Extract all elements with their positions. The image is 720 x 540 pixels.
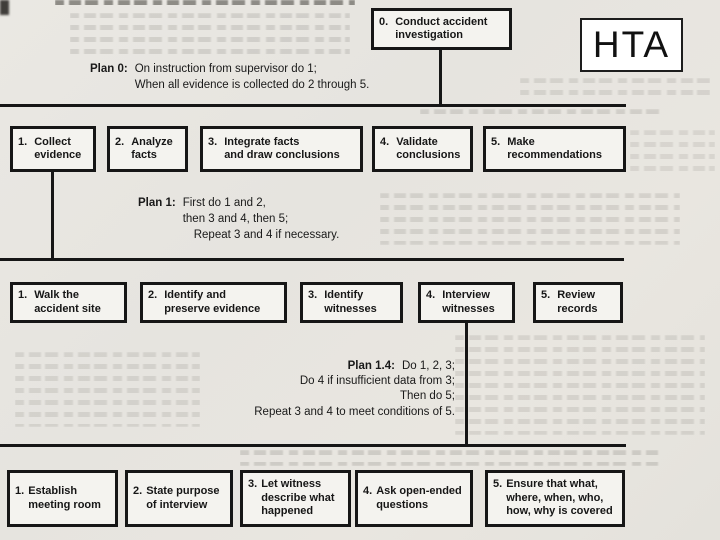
task-label: Interview witnesses	[442, 289, 495, 315]
task-number: 3.	[208, 135, 218, 148]
bleed-artifact	[630, 130, 715, 175]
plan-line: Then do 5;	[400, 390, 455, 403]
hta-title-box: HTA	[580, 18, 683, 72]
task-box-1-4-2: 2.State purpose of interview	[125, 470, 233, 527]
plan-line: First do 1 and 2,	[182, 197, 266, 209]
hta-title: HTA	[592, 24, 671, 65]
task-box-1-2: 2. Identify and preserve evidence	[140, 282, 287, 323]
task-box-3: 3. Integrate facts and draw conclusions	[200, 126, 363, 172]
scan-smudge	[0, 0, 9, 15]
task-box-5: 5. Make recommendations	[483, 126, 626, 172]
plan-1-name: Plan 1:	[138, 197, 176, 209]
plan-0: Plan 0: On instruction from supervisor d…	[90, 61, 369, 93]
task-label: Analyze facts	[131, 135, 173, 162]
connector-task1-drop	[51, 171, 54, 261]
plan-0-body: On instruction from supervisor do 1; Whe…	[135, 61, 370, 93]
task-number: 2.	[115, 135, 125, 148]
plan-1-body: First do 1 and 2, then 3 and 4, then 5; …	[183, 195, 340, 243]
plan-1-4: Plan 1.4:Do 1, 2, 3; Do 4 if insufficien…	[254, 359, 455, 420]
task-label: Identify and preserve evidence	[164, 289, 261, 315]
task-number: 4.	[363, 485, 373, 497]
plan-line: then 3 and 4, then 5;	[182, 213, 289, 225]
task-box-0: 0. Conduct accident investigation	[371, 8, 512, 50]
bleed-artifact	[240, 450, 660, 466]
task-label: Let witness describe what happened	[261, 478, 335, 518]
task-number: 2.	[133, 485, 143, 497]
task-number: 1.	[18, 135, 28, 148]
task-label: Integrate facts and draw conclusions	[224, 135, 340, 162]
bleed-artifact	[380, 193, 680, 245]
bleed-artifact	[70, 13, 350, 55]
task-label: Collect evidence	[34, 135, 82, 162]
plan-1-4-name: Plan 1.4:	[347, 360, 395, 372]
bleed-artifact	[420, 109, 660, 121]
bleed-artifact	[520, 78, 710, 100]
connector-level2-bar	[0, 258, 624, 261]
task-label: Conduct accident investigation	[395, 15, 488, 42]
task-number: 0.	[379, 15, 389, 28]
task-box-1-4: 4. Interview witnesses	[418, 282, 515, 323]
plan-line: Do 4 if insufficient data from 3;	[299, 375, 455, 388]
task-label: State purpose of interview	[146, 485, 220, 511]
task-label: Ensure that what, where, when, who, how,…	[506, 478, 613, 518]
plan-line: Plan 1.4:Do 1, 2, 3;	[347, 360, 455, 372]
task-box-1-4-1: 1.Establish meeting room	[7, 470, 118, 527]
connector-level3-bar	[0, 444, 626, 447]
connector-root-drop	[439, 50, 442, 106]
task-number: 4.	[380, 135, 390, 148]
task-box-1: 1. Collect evidence	[10, 126, 96, 172]
task-number: 4.	[426, 289, 436, 301]
task-box-1-5: 5. Review records	[533, 282, 623, 323]
task-box-1-4-3: 3.Let witness describe what happened	[240, 470, 351, 527]
plan-1: Plan 1: First do 1 and 2, then 3 and 4, …	[138, 195, 339, 243]
task-number: 5.	[491, 135, 501, 148]
task-label: Walk the accident site	[34, 289, 101, 315]
task-box-4: 4. Validate conclusions	[372, 126, 473, 172]
task-label: Validate conclusions	[396, 135, 461, 162]
plan-line: Repeat 3 and 4 to meet conditions of 5.	[254, 405, 455, 418]
task-label: Make recommendations	[507, 135, 602, 162]
task-box-1-3: 3. Identify witnesses	[300, 282, 403, 323]
connector-task4-drop	[465, 321, 468, 447]
task-number: 1.	[15, 485, 25, 497]
task-number: 1.	[18, 289, 28, 301]
bleed-artifact	[455, 335, 705, 435]
bleed-artifact	[15, 352, 200, 427]
plan-0-name: Plan 0:	[90, 63, 128, 75]
task-number: 2.	[148, 289, 158, 301]
task-box-1-4-4: 4.Ask open-ended questions	[355, 470, 473, 527]
task-number: 5.	[493, 478, 503, 491]
task-box-2: 2. Analyze facts	[107, 126, 188, 172]
connector-level1-bar	[0, 104, 626, 107]
task-box-1-1: 1. Walk the accident site	[10, 282, 127, 323]
task-label: Review records	[557, 289, 598, 315]
plan-line: When all evidence is collected do 2 thro…	[134, 79, 370, 91]
task-box-1-4-5: 5.Ensure that what, where, when, who, ho…	[485, 470, 625, 527]
task-label: Ask open-ended questions	[376, 485, 462, 511]
bleed-artifact	[55, 0, 355, 7]
plan-line: On instruction from supervisor do 1;	[134, 63, 317, 75]
task-number: 3.	[308, 289, 318, 301]
task-number: 3.	[248, 478, 258, 491]
task-number: 5.	[541, 289, 551, 301]
plan-line: Repeat 3 and 4 if necessary.	[193, 229, 340, 241]
task-label: Identify witnesses	[324, 289, 377, 315]
task-label: Establish meeting room	[28, 485, 101, 511]
